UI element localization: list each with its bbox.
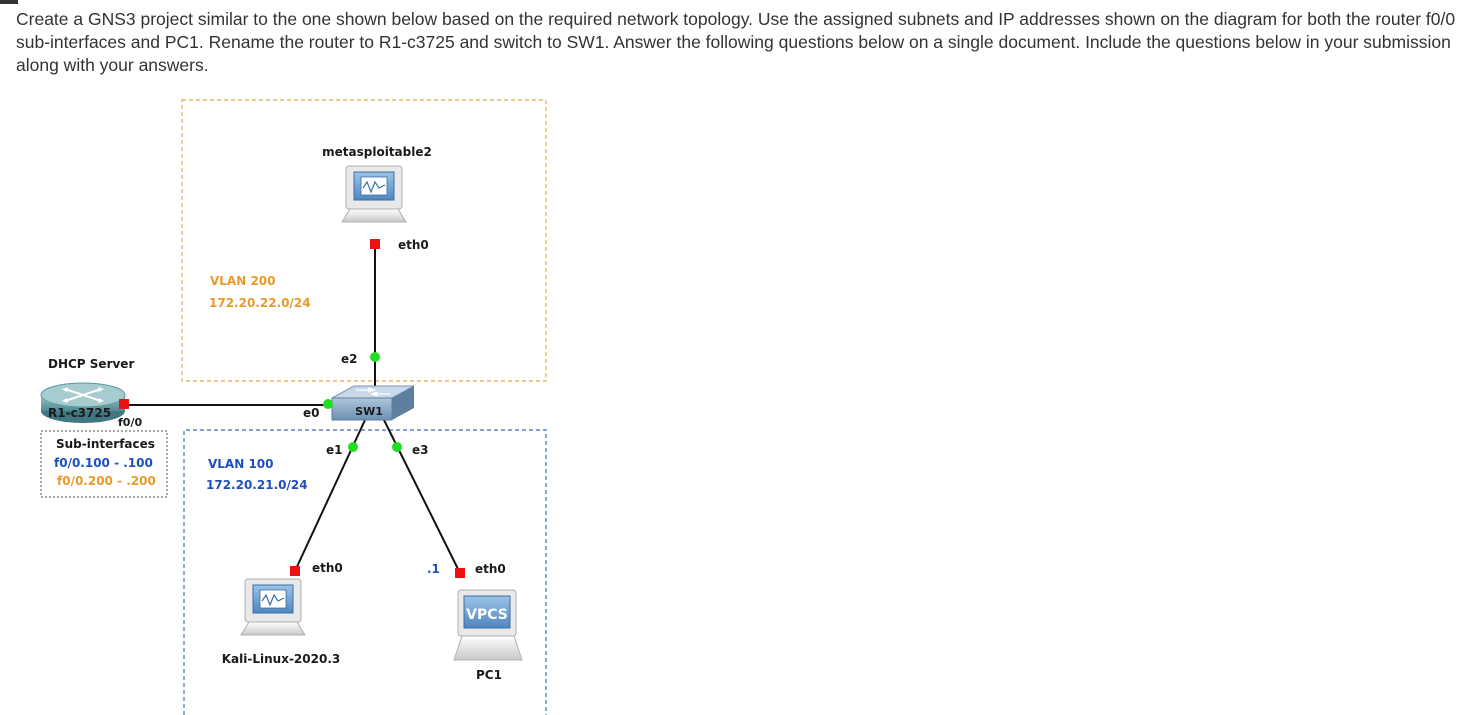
router-port-label: f0/0 <box>118 416 142 429</box>
port-down-metasploitable-eth0 <box>370 239 380 249</box>
switch-port-e0: e0 <box>303 406 320 420</box>
port-down-kali-eth0 <box>290 566 300 576</box>
metasploitable-port-label: eth0 <box>398 238 429 252</box>
port-up-sw1-e2 <box>370 352 380 362</box>
pc1-label: PC1 <box>476 668 502 682</box>
port-up-sw1-e3 <box>392 442 402 452</box>
vlan200-zone <box>181 99 547 382</box>
vlan200-name: VLAN 200 <box>210 274 276 288</box>
switch-icon[interactable] <box>331 385 415 421</box>
port-down-router-f0-0 <box>119 399 129 409</box>
kali-port-label: eth0 <box>312 561 343 575</box>
kali-label: Kali-Linux-2020.3 <box>222 652 340 666</box>
subinterface-100: f0/0.100 - .100 <box>54 456 153 470</box>
switch-port-e1: e1 <box>326 443 343 457</box>
vlan200-subnet: 172.20.22.0/24 <box>209 296 311 310</box>
switch-port-e3: e3 <box>412 443 429 457</box>
switch-port-e2: e2 <box>341 352 358 366</box>
vlan100-subnet: 172.20.21.0/24 <box>206 478 308 492</box>
workstation-icon[interactable] <box>240 578 306 636</box>
subinterface-200: f0/0.200 - .200 <box>57 474 156 488</box>
switch-name: SW1 <box>355 405 383 418</box>
pc1-port-label: eth0 <box>475 562 506 576</box>
port-up-sw1-e1 <box>348 442 358 452</box>
dhcp-server-label: DHCP Server <box>48 357 134 371</box>
workstation-icon[interactable] <box>341 165 407 223</box>
vlan100-zone <box>183 429 547 715</box>
pc1-ip-label: .1 <box>427 562 440 576</box>
port-down-pc1-eth0 <box>455 568 465 578</box>
port-up-sw1-e0 <box>323 399 333 409</box>
router-icon[interactable] <box>40 382 126 423</box>
instructions-text: Create a GNS3 project similar to the one… <box>16 9 1456 75</box>
vpcs-badge: VPCS <box>466 607 508 623</box>
metasploitable-label: metasploitable2 <box>322 145 432 159</box>
port-markers <box>119 239 465 578</box>
vpcs-icon[interactable] <box>453 589 523 661</box>
subinterfaces-title: Sub-interfaces <box>56 437 155 451</box>
vlan100-name: VLAN 100 <box>208 457 274 471</box>
corner-mark <box>0 0 18 4</box>
router-name: R1-c3725 <box>48 406 111 420</box>
